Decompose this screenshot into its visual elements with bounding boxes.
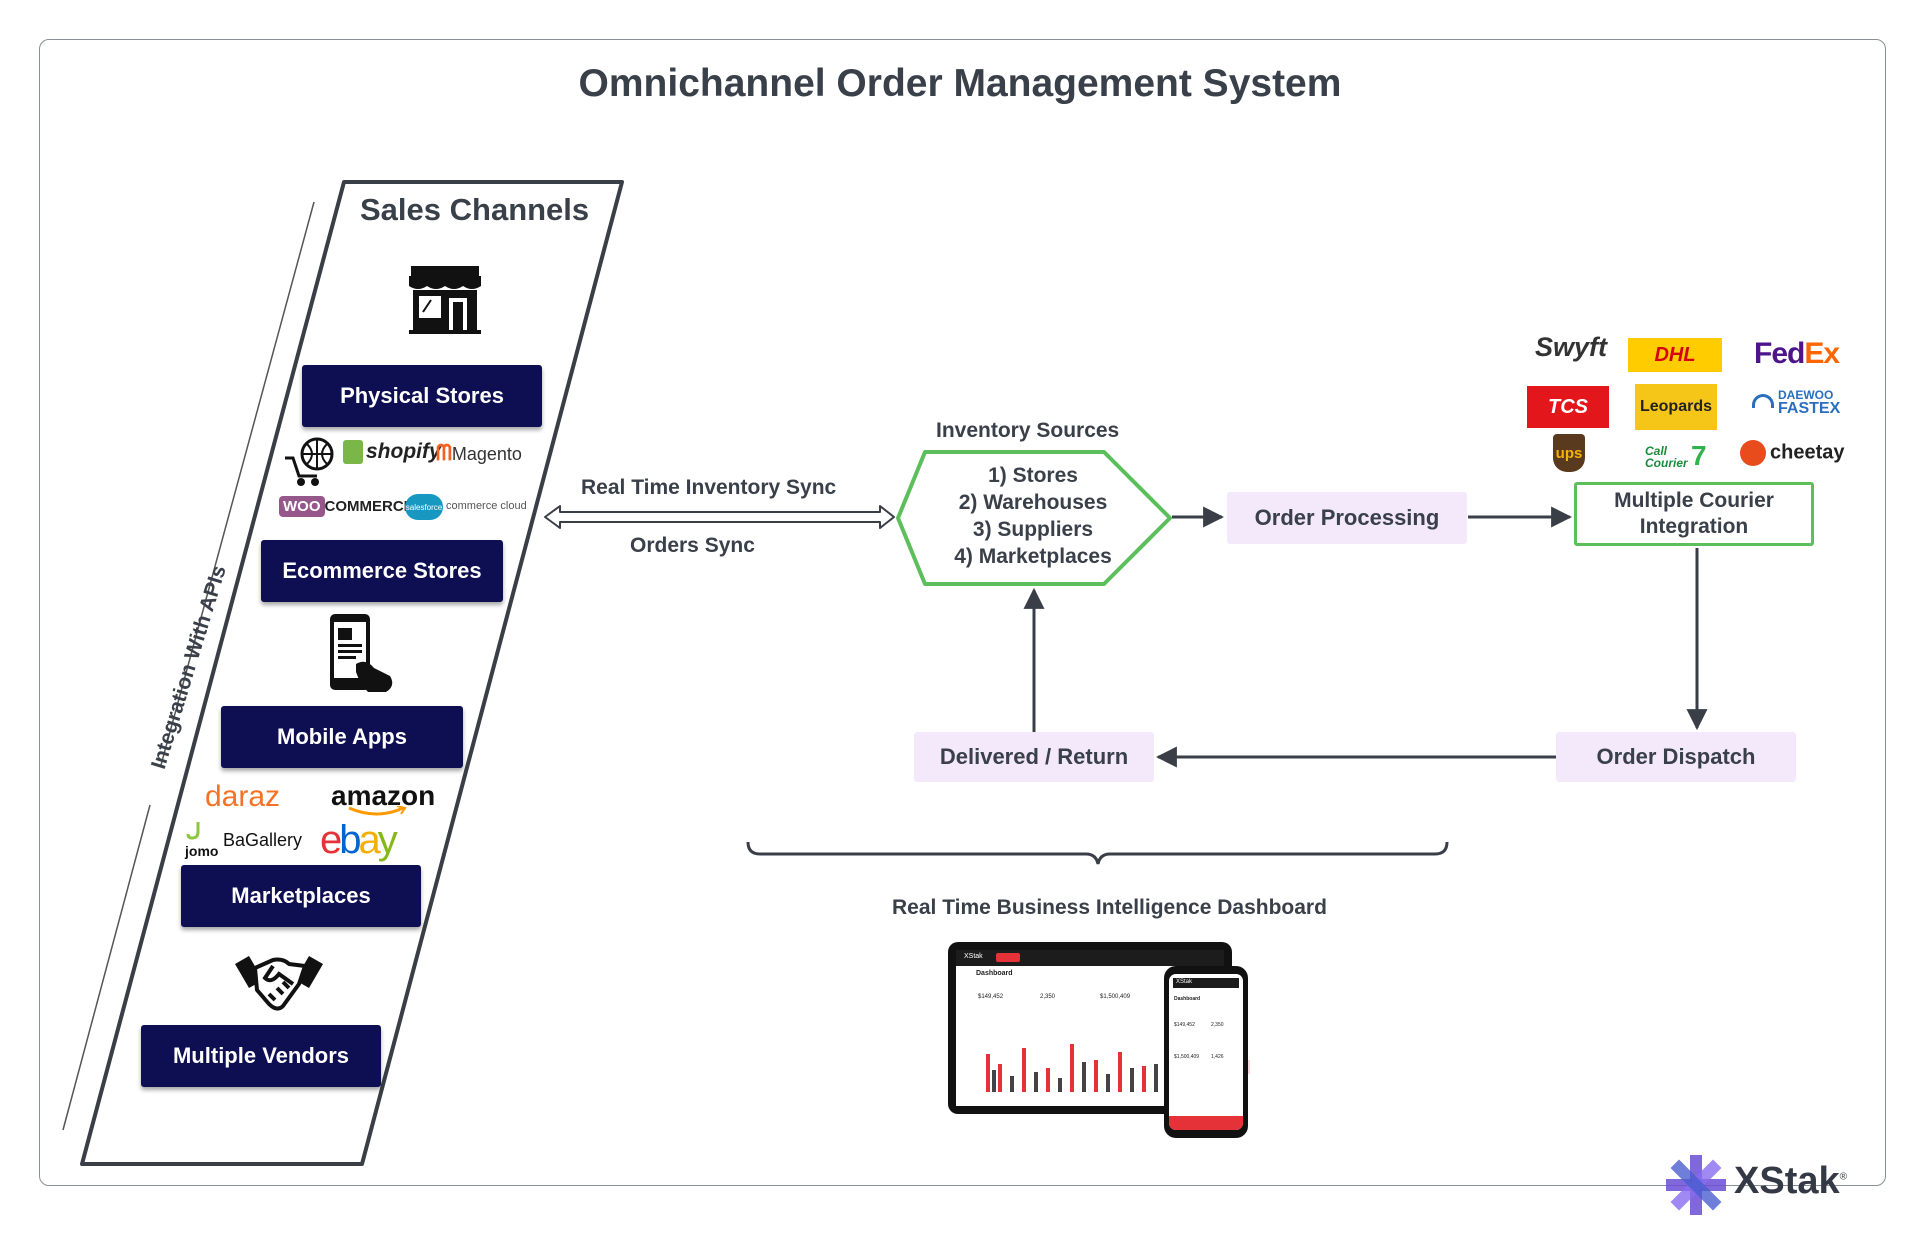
jomo-logo: jomo xyxy=(185,843,219,859)
inventory-hexagon xyxy=(896,450,1172,586)
api-side-line-top xyxy=(160,201,315,766)
tablet-bar-chart xyxy=(986,1044,1158,1092)
magento-mark-icon: ᗰ xyxy=(436,440,452,465)
tablet-topbar-button xyxy=(996,953,1020,962)
order-dispatch-box: Order Dispatch xyxy=(1556,732,1796,782)
physical-stores-box: Physical Stores xyxy=(302,365,542,427)
inventory-sources-list: 1) Stores 2) Warehouses 3) Suppliers 4) … xyxy=(928,462,1138,570)
tablet-stat: 2,350 xyxy=(1040,994,1056,1000)
inventory-item: 3) Suppliers xyxy=(972,518,1094,541)
tablet-stat: $149,452 xyxy=(978,994,1004,1000)
jomo-mark-icon xyxy=(186,822,206,840)
inventory-item: 4) Marketplaces xyxy=(954,545,1112,568)
phone-stat: $149,452 xyxy=(1174,1022,1195,1028)
store-icon xyxy=(409,266,481,334)
phone-stat: 2,350 xyxy=(1211,1022,1224,1028)
channels-parallelogram xyxy=(80,180,624,1166)
leopards-logo: Leopards xyxy=(1635,384,1717,430)
api-side-line-bottom xyxy=(62,804,151,1131)
shopify-logo: shopify xyxy=(343,440,441,465)
handshake-icon xyxy=(235,956,323,1011)
xstak-mark-icon xyxy=(1666,1155,1726,1215)
amazon-logo: amazon xyxy=(331,780,435,818)
dashboard-label: Real Time Business Intelligence Dashboar… xyxy=(892,896,1327,919)
ebay-logo: ebay xyxy=(320,818,398,862)
phone-stat: $1,500,409 xyxy=(1174,1054,1200,1060)
tablet-stat: $1,500,409 xyxy=(1100,994,1131,1000)
mobile-phone-icon xyxy=(330,614,393,692)
phone-mockup: XStak Dashboard $149,452 2,350 $1,500,40… xyxy=(1164,966,1248,1138)
mobile-apps-box: Mobile Apps xyxy=(221,706,463,768)
ecommerce-cart-icon xyxy=(285,437,334,486)
order-processing-box: Order Processing xyxy=(1227,492,1467,544)
dashboard-brace xyxy=(746,841,1449,865)
marketplaces-box: Marketplaces xyxy=(181,865,421,927)
magento-logo: ᗰMagento xyxy=(436,440,522,465)
realtime-sync-label: Real Time Inventory Sync xyxy=(581,476,837,499)
swyft-logo: Swyft xyxy=(1535,332,1608,362)
tablet-topbar: XStak xyxy=(956,950,1224,966)
cheetay-paw-icon xyxy=(1740,440,1766,466)
delivered-return-box: Delivered / Return xyxy=(914,732,1154,782)
shopify-bag-icon xyxy=(343,440,363,465)
callcourier-seven-mark: 7 xyxy=(1691,440,1707,471)
diagram-frame xyxy=(39,39,1886,1186)
orders-sync-label: Orders Sync xyxy=(630,534,755,557)
phone-stat: 1,426 xyxy=(1211,1054,1224,1060)
daraz-logo: daraz xyxy=(205,780,281,813)
tcs-logo: TCS xyxy=(1527,386,1609,428)
ecommerce-stores-box: Ecommerce Stores xyxy=(261,540,503,602)
daewoo-mark-icon xyxy=(1752,394,1774,408)
fedex-logo: FedEx xyxy=(1754,337,1840,370)
sales-channels-heading: Sales Channels xyxy=(360,192,590,227)
salesforce-cloud-icon: salesforce xyxy=(405,494,443,520)
commerce-cloud-label: commerce cloud xyxy=(446,500,527,512)
inventory-item: 2) Warehouses xyxy=(958,491,1108,514)
xstak-logo-text: XStak® xyxy=(1734,1160,1847,1202)
ups-logo: ups xyxy=(1553,434,1585,472)
phone-bottom-nav xyxy=(1169,1116,1243,1130)
amazon-smile-icon xyxy=(348,806,407,816)
multiple-courier-box: Multiple Courier Integration xyxy=(1574,482,1814,546)
cheetay-logo: cheetay xyxy=(1740,440,1845,466)
daewoo-logo: DAEWOO FASTEX xyxy=(1752,388,1852,424)
inventory-sources-heading: Inventory Sources xyxy=(936,419,1120,442)
page-title: Omnichannel Order Management System xyxy=(578,62,1342,105)
callcourier-logo: Call Courier 7 xyxy=(1645,440,1707,471)
phone-screen: XStak Dashboard $149,452 2,350 $1,500,40… xyxy=(1169,974,1243,1130)
bagallery-logo: BaGallery xyxy=(223,830,303,850)
dhl-logo: DHL xyxy=(1628,338,1722,372)
inventory-item: 1) Stores xyxy=(988,464,1078,487)
double-sync-arrow xyxy=(544,505,895,529)
multiple-vendors-box: Multiple Vendors xyxy=(141,1025,381,1087)
phone-topbar: XStak xyxy=(1173,978,1239,988)
